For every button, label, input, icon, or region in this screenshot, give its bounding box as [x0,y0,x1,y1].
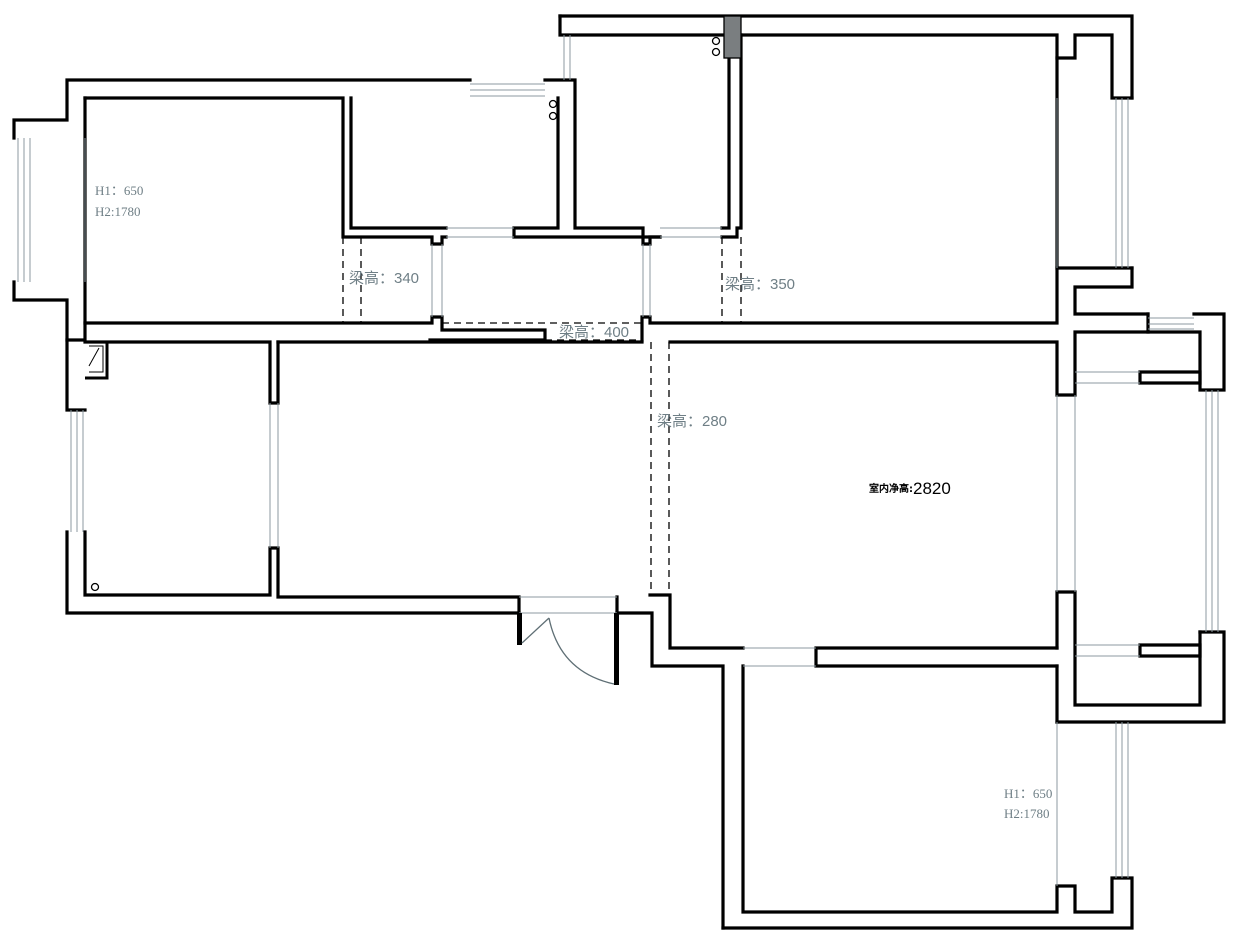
beam-label-350: 梁高：350 [725,276,795,293]
window-h1-top-left: H1：650 [95,183,143,198]
beams [342,237,742,595]
flue-shaft [723,15,742,59]
pipe-5 [90,582,100,592]
window-h2-top-left: H2:1780 [95,204,141,219]
ceiling-height-value: 2820 [913,479,951,498]
fixtures [85,15,742,592]
pipe-3 [548,99,558,109]
ceiling-height-label: 室内净高: [869,482,913,495]
pipe-2 [711,47,721,57]
beam-label-400: 梁高：400 [559,324,629,341]
pipe-1 [711,36,721,46]
pipe-4 [548,111,558,121]
entrance-door [517,613,619,685]
beam-label-280: 梁高：280 [657,413,727,430]
beam-label-340: 梁高：340 [349,270,419,287]
column-corner [85,340,109,380]
window-h1-bottom-right: H1：650 [1004,786,1052,801]
windows [17,35,1219,886]
labels: 梁高：340 梁高：350 梁高：400 梁高：280 室内净高: 2820 H… [95,183,1052,821]
window-h2-bottom-right: H2:1780 [1004,806,1050,821]
